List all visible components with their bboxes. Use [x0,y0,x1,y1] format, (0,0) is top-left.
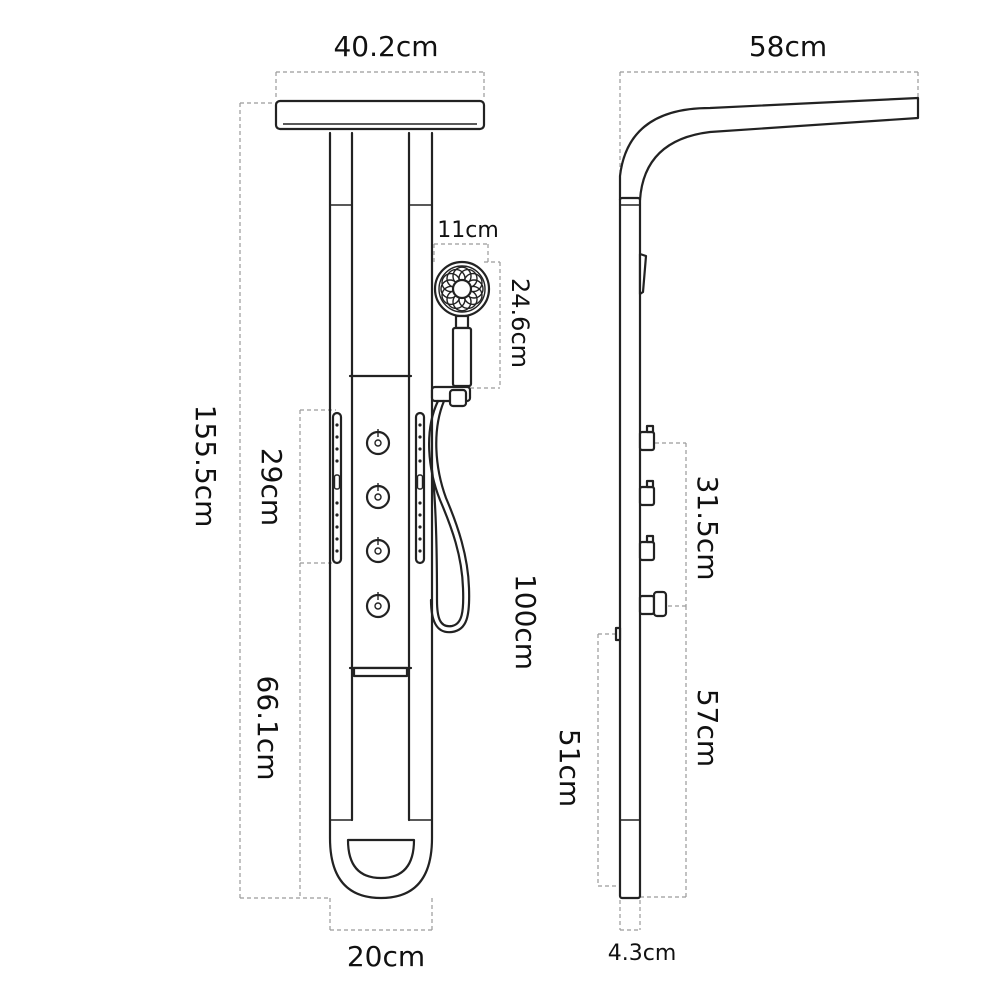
panel-body [328,131,434,900]
shower-arm [618,96,920,202]
left-body-jets [331,411,343,565]
control-knob-2 [365,483,391,510]
side-control-knobs [638,424,668,618]
front-height-label: 155.5cm [189,405,222,528]
side-hand-shower-holder [638,590,668,618]
hand-shower [428,260,491,634]
controls-to-bottom-label: 57cm [691,689,724,767]
side-dimension-lines [597,71,919,931]
side-knob-1 [638,424,656,452]
bottom-section-label: 51cm [553,729,586,807]
hand-shower-holder [430,385,472,408]
rain-shower-head [274,99,486,131]
front-view: 40.2cm 155.5cm 29cm 66.1cm 11cm 24.6cm 1… [189,30,542,973]
control-knobs [365,429,391,619]
side-knob-2 [638,479,656,507]
control-knob-3 [365,537,391,564]
hose-length-label: 100cm [509,574,542,670]
depth-label: 4.3cm [608,941,677,966]
side-view: 58cm 31.5cm 57cm 51cm 4.3cm [553,30,920,966]
handshower-height-label: 24.6cm [506,278,534,368]
handshower-width-label: 11cm [437,218,499,243]
panel-width-label: 20cm [347,940,425,973]
right-body-jets [414,411,426,565]
control-knob-4 [365,592,391,619]
hand-shower-head [433,260,491,318]
side-knob-3 [638,534,656,562]
controls-span-label: 31.5cm [691,475,724,580]
jets-to-floor-label: 66.1cm [251,675,284,780]
front-width-label: 40.2cm [333,30,438,63]
arm-reach-label: 58cm [749,30,827,63]
jets-height-label: 29cm [255,448,288,526]
shower-hose [428,399,465,628]
control-knob-1 [365,429,391,456]
front-dimension-lines [239,71,501,931]
